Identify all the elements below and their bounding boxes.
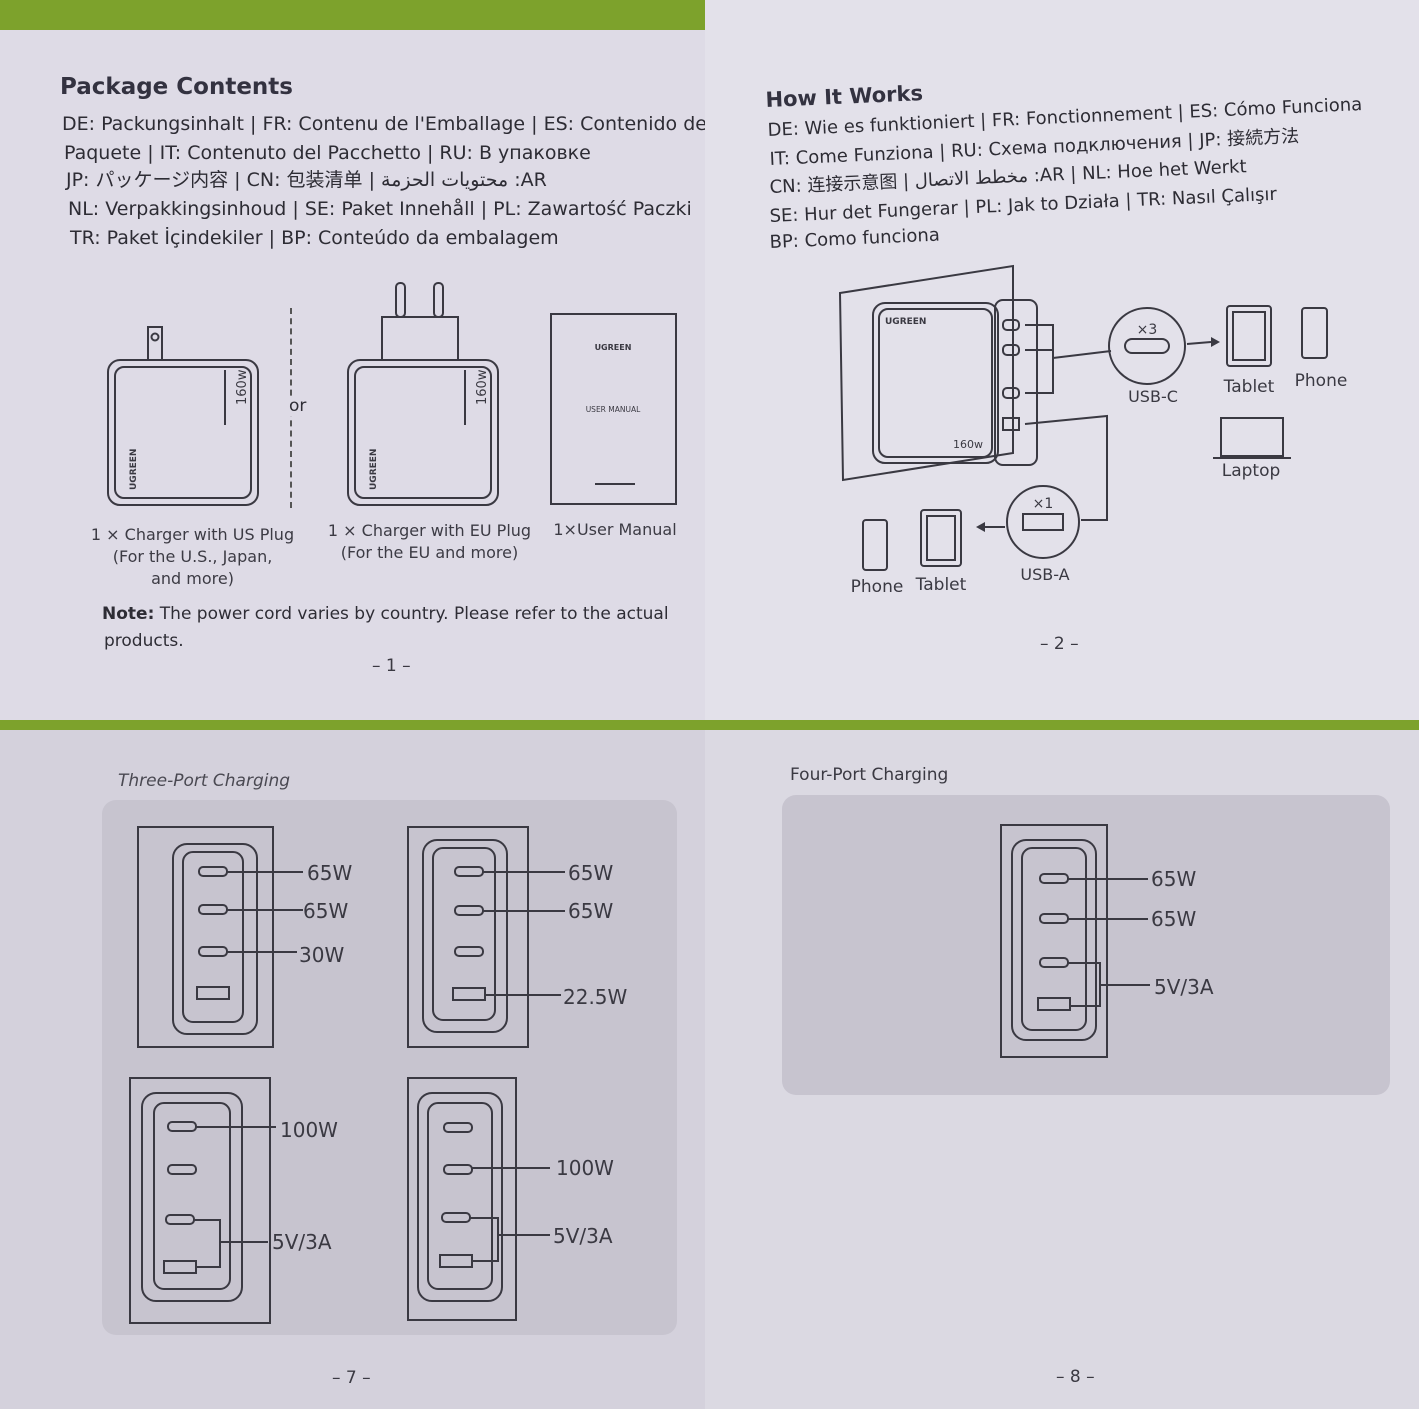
- port-power-label: 65W: [1151, 907, 1196, 931]
- port-power-label: 65W: [303, 899, 348, 923]
- port-config-1: 65W 65W 30W: [137, 826, 352, 1048]
- laptop-icon: [1220, 417, 1284, 457]
- page-package-contents: [0, 30, 705, 720]
- charger-power-text: 160w: [475, 369, 490, 405]
- caption-line: 1 × Charger with EU Plug: [327, 521, 532, 540]
- device-label: Phone: [851, 577, 904, 597]
- phone-icon: [1301, 307, 1328, 359]
- or-text: or: [289, 396, 307, 416]
- usba-label: USB-A: [1020, 565, 1069, 584]
- translation-line: DE: Packungsinhalt | FR: Contenu de l'Em…: [62, 113, 713, 135]
- port-power-label: 65W: [568, 861, 613, 885]
- tablet-icon: [1226, 305, 1272, 367]
- tablet-icon: [920, 509, 962, 567]
- note-line1: The power cord varies by country. Please…: [159, 604, 669, 624]
- note-line2: products.: [104, 631, 184, 651]
- charger-power-text: 160w: [235, 369, 250, 405]
- manual-title-text: USER MANUAL: [586, 405, 641, 414]
- manual-brand-text: UGREEN: [595, 343, 632, 352]
- page-number: – 7 –: [332, 1368, 371, 1388]
- three-port-panel: [102, 800, 677, 1335]
- translation-line: Paquete | IT: Contenuto del Pacchetto | …: [64, 142, 591, 164]
- port-power-label: 5V/3A: [272, 1230, 332, 1254]
- translation-line: JP: パッケージ内容 | CN: 包装清单 | محتويات الحزمة …: [66, 169, 547, 191]
- caption-line: and more): [151, 569, 234, 588]
- port-power-label: 65W: [307, 861, 352, 885]
- us-charger-illustration: UGREEN 160w: [107, 326, 259, 506]
- page-number: – 1 –: [372, 656, 411, 676]
- three-port-title: Three-Port Charging: [118, 771, 291, 791]
- port-power-label: 65W: [1151, 867, 1196, 891]
- port-config-3: 100W 5V/3A: [129, 1077, 338, 1324]
- charger-brand-text: UGREEN: [369, 449, 379, 490]
- note-label: Note:: [102, 604, 155, 624]
- port-power-label: 65W: [568, 899, 613, 923]
- page-number: – 8 –: [1056, 1367, 1095, 1387]
- usbc-count-text: ×3: [1137, 322, 1158, 338]
- port-power-label: 5V/3A: [1154, 975, 1214, 999]
- port-power-label: 22.5W: [563, 985, 628, 1009]
- phone-icon: [862, 519, 888, 571]
- port-config-2: 65W 65W 22.5W: [407, 826, 628, 1048]
- caption-line: (For the U.S., Japan,: [112, 547, 273, 566]
- usbc-label: USB-C: [1128, 387, 1178, 406]
- package-contents-title: Package Contents: [60, 74, 293, 100]
- port-power-label: 100W: [556, 1156, 614, 1180]
- device-label: Phone: [1295, 371, 1348, 391]
- how-it-works-diagram: UGREEN 160w ×3 USB-C Tablet Phone Laptop…: [838, 264, 1348, 597]
- port-power-label: 30W: [299, 943, 344, 967]
- device-label: Laptop: [1222, 461, 1281, 481]
- port-power-label: 5V/3A: [553, 1224, 613, 1248]
- port-config-four: 65W 65W 5V/3A: [1000, 824, 1214, 1058]
- usba-count-text: ×1: [1033, 496, 1054, 512]
- port-config-4: 100W 5V/3A: [407, 1077, 614, 1321]
- translation-line: TR: Paket İçindekiler | BP: Conteúdo da …: [70, 227, 559, 249]
- user-manual-illustration: UGREEN USER MANUAL: [550, 313, 677, 505]
- caption-line: (For the EU and more): [340, 543, 519, 562]
- translation-line: NL: Verpakkingsinhoud | SE: Paket Innehå…: [68, 198, 692, 220]
- charger-power-text: 160w: [953, 438, 983, 451]
- caption-line: 1 × Charger with US Plug: [90, 525, 295, 544]
- charger-brand-text: UGREEN: [129, 449, 139, 490]
- page-number: – 2 –: [1040, 634, 1079, 654]
- eu-charger-illustration: UGREEN 160w: [347, 282, 499, 506]
- note-text: Note: The power cord varies by country. …: [102, 604, 669, 624]
- device-label: Tablet: [915, 575, 967, 595]
- caption-user-manual: 1×User Manual: [553, 520, 677, 539]
- device-label: Tablet: [1223, 377, 1275, 397]
- four-port-title: Four-Port Charging: [790, 765, 949, 785]
- port-power-label: 100W: [280, 1118, 338, 1142]
- page-how-it-works: [705, 0, 1419, 720]
- charger-brand-text: UGREEN: [885, 317, 926, 327]
